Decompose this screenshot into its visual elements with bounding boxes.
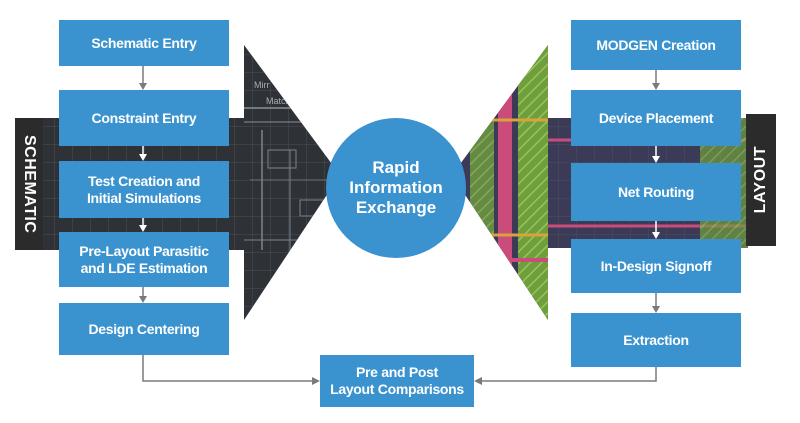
schematic-arrows xyxy=(139,64,147,303)
schematic-entry-box: Schematic Entry xyxy=(59,20,229,66)
device-placement-box: Device Placement xyxy=(571,90,741,146)
bottom-connectors xyxy=(142,355,657,385)
pre-layout-parasitic-box: Pre-Layout Parasitic and LDE Estimation xyxy=(59,232,229,287)
net-routing-box: Net Routing xyxy=(571,163,741,221)
screenshot-text-mirr: Mirr xyxy=(254,80,270,90)
rapid-information-exchange-circle: Rapid Information Exchange xyxy=(326,118,466,258)
design-centering-box: Design Centering xyxy=(59,303,229,355)
screenshot-text-match: Match1 xyxy=(266,96,296,106)
schematic-side-label: SCHEMATIC xyxy=(15,118,43,250)
constraint-entry-box: Constraint Entry xyxy=(59,90,229,146)
modgen-creation-box: MODGEN Creation xyxy=(571,20,741,70)
in-design-signoff-box: In-Design Signoff xyxy=(571,239,741,293)
extraction-box: Extraction xyxy=(571,313,741,367)
test-creation-box: Test Creation and Initial Simulations xyxy=(59,161,229,218)
layout-arrows xyxy=(652,70,660,313)
layout-side-label: LAYOUT xyxy=(746,114,776,246)
pre-post-layout-comparisons-box: Pre and Post Layout Comparisons xyxy=(320,355,474,407)
